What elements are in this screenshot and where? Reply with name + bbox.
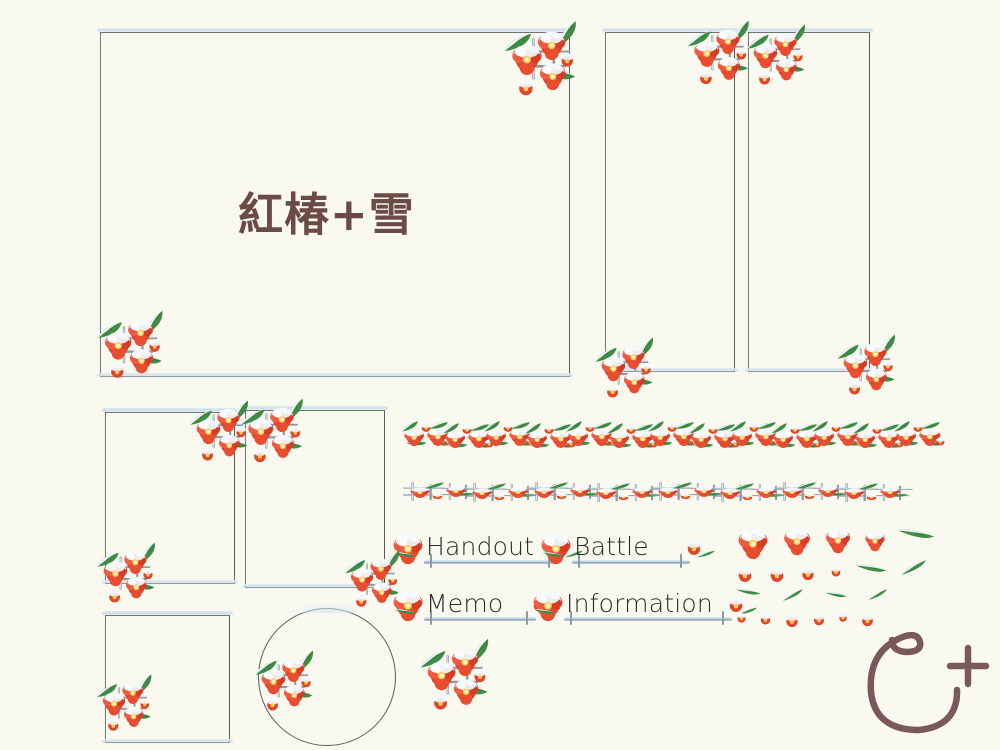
label-information-leaf-icon <box>534 606 557 617</box>
label-battle-tick-right <box>680 554 682 568</box>
label-memo-leaf-icon <box>394 606 417 617</box>
label-handout-tick-left <box>430 554 432 568</box>
flower-parts-row-2-item <box>738 567 752 582</box>
frame-tall-right <box>748 32 870 372</box>
frame-circle <box>258 608 396 746</box>
label-memo-tick-right <box>526 611 528 625</box>
label-memo-underline <box>424 617 536 621</box>
flower-parts-row-1-item <box>783 528 811 556</box>
flower-parts-row-4-item <box>813 613 825 626</box>
floral-border-dense-unit <box>769 417 822 459</box>
label-information-tick-right <box>722 611 724 625</box>
flower-parts-row-1-item <box>865 531 885 552</box>
label-memo-bud-icon <box>533 597 547 612</box>
floral-border-dense-unit <box>810 415 863 457</box>
label-battle-underline <box>572 560 690 564</box>
label-memo-text: Memo <box>426 589 504 618</box>
label-handout-text: Handout <box>426 532 535 561</box>
floral-border-dense-unit <box>851 417 904 459</box>
label-battle-bud-icon <box>687 540 701 555</box>
floral-border-dense <box>400 415 895 457</box>
brand-logo <box>862 622 990 744</box>
flower-parts-row-2-item <box>802 567 814 581</box>
label-battle-tick-left <box>578 554 580 568</box>
flower-parts-row-3-item <box>825 589 848 601</box>
label-handout-tick-right <box>548 554 550 568</box>
floral-border-lattice-unit <box>772 470 852 512</box>
page-title: 紅椿+雪 <box>238 188 415 241</box>
floral-border-lattice-unit <box>586 471 666 513</box>
floral-border-lattice <box>400 470 895 512</box>
floral-border-lattice-unit <box>524 470 604 512</box>
floral-border-dense-unit <box>482 415 535 457</box>
floral-border-lattice-unit <box>400 470 480 512</box>
label-handout-flower-icon <box>393 533 423 565</box>
flower-parts-row-1-item <box>897 524 936 544</box>
frame-circle-snow-top <box>288 603 369 613</box>
label-battle-leaf-icon-right <box>695 550 716 559</box>
frame-small-square <box>105 615 230 743</box>
floral-border-lattice-unit <box>648 470 728 512</box>
flower-parts-row-4-item <box>786 614 798 628</box>
frame-medium-right <box>245 410 385 588</box>
label-information-underline <box>564 617 732 621</box>
floral-border-lattice-unit <box>834 471 914 513</box>
floral-border-dense-unit <box>646 415 699 457</box>
flower-parts-row-1 <box>735 524 936 564</box>
floral-border-dense-unit <box>605 417 658 459</box>
flower-parts-row-2-item <box>770 567 784 582</box>
frame-medium-left <box>105 412 235 584</box>
flower-parts-row-3-item <box>735 585 762 599</box>
flower-parts-row-2-item <box>831 566 841 577</box>
floral-border-lattice-unit <box>462 471 542 513</box>
frame-tall-left <box>605 32 735 372</box>
flower-parts-row-1-item <box>738 528 768 560</box>
flower-parts-row-3-item <box>867 588 889 601</box>
label-memo-flower-icon <box>393 590 423 622</box>
floral-border-dense-unit <box>892 415 945 457</box>
label-memo-leaf-icon-right <box>541 607 562 616</box>
cluster-dec-bottom-center <box>414 636 506 728</box>
floral-border-lattice-unit <box>710 471 790 513</box>
label-information-tick-left <box>570 611 572 625</box>
flower-parts-row-3-item <box>781 588 805 602</box>
flower-parts-row-2-item <box>855 560 888 577</box>
label-handout-bud-icon <box>555 540 569 555</box>
flower-parts-row-4-item <box>760 613 771 625</box>
label-battle-text: Battle <box>574 532 649 561</box>
floral-border-dense-unit <box>728 415 781 457</box>
brand-logo-icon <box>867 631 990 734</box>
label-handout-leaf-icon <box>394 549 417 560</box>
floral-border-dense-unit <box>687 417 740 459</box>
label-handout-underline <box>424 560 558 564</box>
floral-border-dense-unit <box>441 417 494 459</box>
flower-parts-row-4-item <box>737 613 746 623</box>
label-information-text: Information <box>566 589 713 618</box>
floral-border-dense-unit <box>400 415 453 457</box>
flower-parts-row-4-item <box>839 613 847 622</box>
label-memo-tick-left <box>430 611 432 625</box>
flower-parts-row-1-item <box>825 528 851 554</box>
floral-border-dense-unit <box>523 417 576 459</box>
floral-border-dense-unit <box>564 415 617 457</box>
